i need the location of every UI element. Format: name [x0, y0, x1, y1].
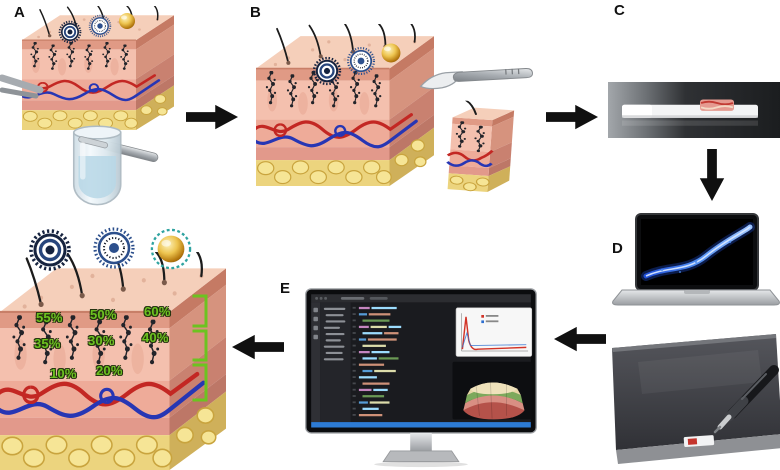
- spectrum-plot: [455, 307, 533, 357]
- skin-model-plot: [452, 361, 532, 420]
- penetration-value: 50%: [90, 307, 117, 322]
- gold-nanoparticle-icon: [378, 40, 404, 66]
- liposome-icon: [28, 228, 72, 272]
- code-lines: [352, 306, 402, 417]
- penetration-value: 40%: [142, 330, 169, 345]
- gold-nanoparticle-icon: [116, 10, 138, 32]
- gold-nanoparticle-icon: [150, 228, 192, 270]
- penetration-value: 20%: [96, 363, 123, 378]
- pen-probe-icon: [713, 365, 779, 434]
- arrow-b-to-c-icon: [544, 104, 600, 130]
- arrow-a-to-b-icon: [184, 104, 240, 130]
- penetration-value: 60%: [144, 304, 171, 319]
- arrow-c-to-d-icon: [699, 147, 725, 203]
- sampling-stage-photo: [612, 334, 780, 464]
- arrow-d-to-e-icon: [552, 326, 608, 352]
- skin-block-illustration-b: [256, 24, 434, 186]
- homogenizer-vial-icon: [72, 125, 159, 206]
- laptop-photo: [612, 213, 780, 306]
- microscope-slide-photo: [608, 82, 780, 138]
- scalpel-icon: [419, 68, 533, 90]
- liposome-icon: [92, 226, 136, 270]
- penetration-value: 30%: [88, 333, 115, 348]
- liposome-icon: [312, 56, 342, 86]
- liposome-icon: [58, 20, 82, 44]
- liposome-icon: [346, 46, 376, 76]
- arrow-e-to-result-icon: [230, 334, 286, 360]
- panel-e-label: E: [280, 280, 291, 297]
- penetration-value: 35%: [34, 336, 61, 351]
- penetration-value: 55%: [36, 310, 63, 325]
- panel-d-label: D: [612, 240, 623, 257]
- penetration-value: 10%: [50, 366, 77, 381]
- liposome-icon: [88, 14, 112, 38]
- panel-c-label: C: [614, 2, 625, 19]
- forceps-icon: [0, 74, 44, 99]
- panel-b-label: B: [250, 4, 261, 21]
- skin-slice-illustration: [439, 99, 529, 201]
- depth-bracket-icon: [192, 294, 208, 402]
- panel-a-label: A: [14, 4, 25, 21]
- monitor-illustration: [305, 288, 537, 468]
